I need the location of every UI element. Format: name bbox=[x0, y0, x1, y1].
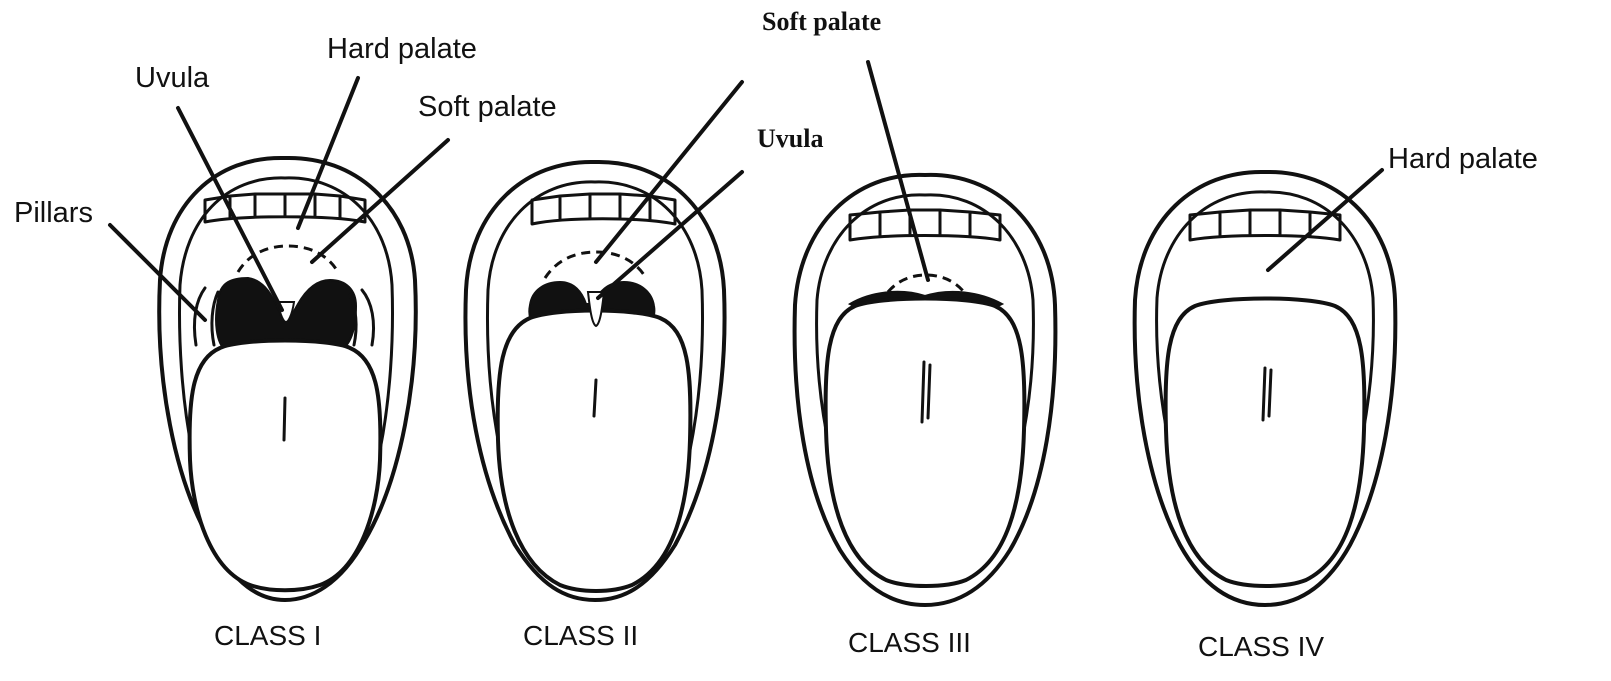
class-label: CLASS IV bbox=[1198, 631, 1324, 662]
tongue-midline bbox=[594, 380, 596, 416]
class-label: CLASS III bbox=[848, 627, 971, 658]
tongue bbox=[826, 299, 1025, 587]
class-label: CLASS I bbox=[214, 620, 321, 651]
tongue-midline bbox=[284, 398, 285, 440]
soft-palate-outline bbox=[545, 252, 646, 278]
pointer-soft-palate bbox=[312, 140, 448, 262]
pointer-soft-palate bbox=[868, 62, 928, 280]
panel-class-3: CLASS III bbox=[795, 62, 1056, 658]
upper-teeth bbox=[850, 210, 1000, 240]
class-label: CLASS II bbox=[523, 620, 638, 651]
tongue bbox=[1166, 299, 1365, 587]
panel-class-4: Hard palate CLASS IV bbox=[1135, 143, 1538, 662]
label-uvula: Uvula bbox=[757, 124, 823, 153]
panel-class-1: Uvula Hard palate Soft palate Pillars CL… bbox=[14, 33, 557, 651]
tongue bbox=[498, 311, 691, 592]
left-pillar bbox=[194, 288, 218, 345]
label-pillars: Pillars bbox=[14, 197, 93, 229]
label-uvula: Uvula bbox=[135, 62, 210, 94]
label-hard-palate: Hard palate bbox=[1388, 143, 1538, 175]
label-soft-palate: Soft palate bbox=[762, 7, 881, 36]
pointer-uvula bbox=[178, 108, 282, 310]
label-soft-palate: Soft palate bbox=[418, 91, 557, 123]
label-hard-palate: Hard palate bbox=[327, 33, 477, 65]
pointer-hard-palate bbox=[298, 78, 358, 228]
tongue bbox=[190, 341, 381, 591]
